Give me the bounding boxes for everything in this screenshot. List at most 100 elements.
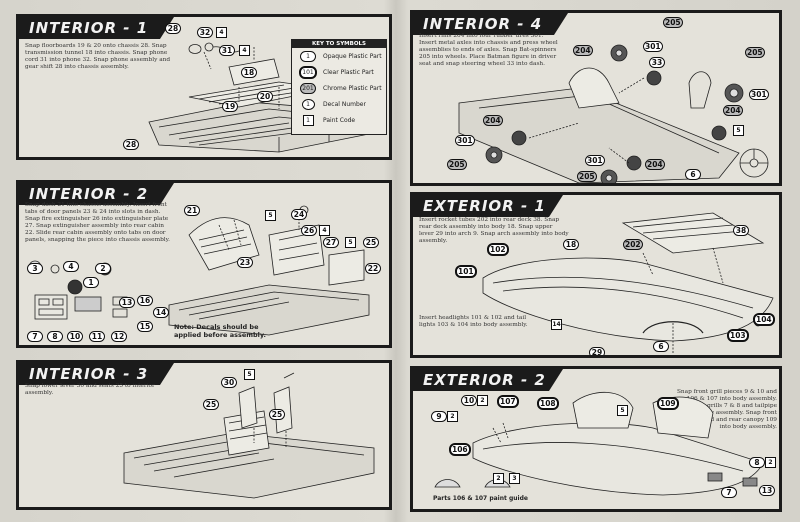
instruction-text: Snap front grill pieces 9 & 10 and 106 &… — [676, 389, 777, 430]
callout-301c: 301 — [455, 135, 475, 146]
instruction-text: Insert rims 204 into four rubber tires 3… — [419, 33, 558, 67]
callout-3: 3 — [27, 263, 43, 274]
panel-title: INTERIOR - 4 — [413, 13, 568, 35]
callout-301b: 301 — [749, 89, 769, 100]
callout-10: 10 — [461, 395, 477, 406]
panel-interior-3: INTERIOR - 3 Snap lower lever 30 and sea… — [16, 360, 392, 510]
callout-32: 32 — [197, 27, 213, 38]
callout-205c: 205 — [447, 159, 467, 170]
callout-9: 9 — [431, 411, 447, 422]
callout-1: 1 — [83, 277, 99, 288]
callout-22: 22 — [365, 263, 381, 274]
callout-13: 13 — [759, 485, 775, 496]
callout-106: 106 — [449, 443, 471, 456]
callout-25: 25 — [363, 237, 379, 248]
panel-exterior-1: EXTERIOR - 1 Insert rocket tubes 202 int… — [410, 192, 782, 358]
callout-decal-14: 14 — [551, 319, 562, 330]
wheels-chassis-diagram — [458, 44, 769, 183]
callout-204b: 204 — [723, 105, 743, 116]
callout-decal-4: 4 — [319, 225, 330, 236]
callout-205b: 205 — [745, 47, 765, 58]
callout-paint-2b: 2 — [447, 411, 458, 422]
callout-18: 18 — [241, 67, 257, 78]
callout-12: 12 — [111, 331, 127, 342]
callout-27: 27 — [323, 237, 339, 248]
panel-title: EXTERIOR - 2 — [413, 369, 563, 391]
callout-28b: 28 — [123, 139, 139, 150]
callout-108: 108 — [537, 397, 559, 410]
instruction-text: Snap dash 21 into chassis assembly. Inse… — [25, 202, 170, 243]
callout-18: 18 — [563, 239, 579, 250]
seats-lever-diagram — [123, 372, 375, 499]
callout-paint-2c: 2 — [493, 473, 504, 484]
callout-decal-4a: 4 — [216, 27, 227, 38]
callout-103: 103 — [727, 329, 749, 342]
callout-204d: 204 — [645, 159, 665, 170]
callout-decal-5: 5 — [244, 369, 255, 380]
callout-8: 8 — [47, 331, 63, 342]
panel-title: INTERIOR - 2 — [19, 183, 174, 205]
callout-102: 102 — [487, 243, 509, 256]
callout-301a: 301 — [643, 41, 663, 52]
callout-10: 10 — [67, 331, 83, 342]
callout-decal-5: 5 — [733, 125, 744, 136]
callout-7: 7 — [27, 331, 43, 342]
instruction-text: Snap floorboards 19 & 20 onto chassis 28… — [25, 43, 171, 70]
instruction-text: Snap lower lever 30 and seats 25 to inte… — [25, 383, 155, 396]
instruction-text: Insert rocket tubes 202 into rear deck 3… — [419, 217, 569, 244]
callout-33: 33 — [649, 57, 665, 68]
callout-202: 202 — [623, 239, 643, 250]
callout-29: 29 — [589, 347, 605, 355]
instruction-text-2: Insert headlights 101 & 102 and tail lig… — [419, 315, 528, 328]
callout-104: 104 — [753, 313, 775, 326]
callout-paint-2a: 2 — [477, 395, 488, 406]
callout-204c: 204 — [483, 115, 503, 126]
callout-109: 109 — [657, 397, 679, 410]
panel-interior-1: INTERIOR - 1 Snap floorboards 19 & 20 on… — [16, 14, 392, 160]
callout-204a: 204 — [573, 45, 593, 56]
callout-205d: 205 — [577, 171, 597, 182]
panel-interior-2: INTERIOR - 2 Snap dash 21 into chassis a… — [16, 180, 392, 348]
callout-101: 101 — [455, 265, 477, 278]
callout-25a: 25 — [203, 399, 219, 410]
callout-26: 26 — [301, 225, 317, 236]
callout-16: 16 — [137, 295, 153, 306]
panel-title: INTERIOR - 1 — [19, 17, 174, 39]
callout-2: 2 — [95, 263, 111, 274]
panel-interior-4: INTERIOR - 4 Insert rims 204 into four r… — [410, 10, 782, 186]
callout-205a: 205 — [663, 17, 683, 28]
callout-6: 6 — [685, 169, 701, 180]
paint-guide-label: Parts 106 & 107 paint guide — [433, 495, 528, 502]
callout-14: 14 — [153, 307, 169, 318]
callout-4: 4 — [63, 261, 79, 272]
callout-paint-3: 3 — [509, 473, 520, 484]
callout-30: 30 — [221, 377, 237, 388]
callout-23: 23 — [237, 257, 253, 268]
callout-11: 11 — [89, 331, 105, 342]
callout-15: 15 — [137, 321, 153, 332]
dash-cabin-diagram — [168, 205, 370, 336]
callout-7: 7 — [721, 487, 737, 498]
panel-exterior-2: EXTERIOR - 2 Snap front grill pieces 9 &… — [410, 366, 782, 512]
panel-title: INTERIOR - 3 — [19, 363, 174, 385]
callout-107: 107 — [497, 395, 519, 408]
callout-38: 38 — [733, 225, 749, 236]
callout-25b: 25 — [269, 409, 285, 420]
callout-21: 21 — [184, 205, 200, 216]
panel-title: EXTERIOR - 1 — [413, 195, 563, 217]
callout-decal-5: 5 — [617, 405, 628, 416]
callout-28a: 28 — [165, 23, 181, 34]
callout-decal-5b: 5 — [345, 237, 356, 248]
callout-paint-2d: 2 — [765, 457, 776, 468]
callout-20: 20 — [257, 91, 273, 102]
key-title: KEY TO SYMBOLS — [292, 40, 386, 48]
callout-301d: 301 — [585, 155, 605, 166]
callout-31: 31 — [219, 45, 235, 56]
callout-24: 24 — [291, 209, 307, 220]
